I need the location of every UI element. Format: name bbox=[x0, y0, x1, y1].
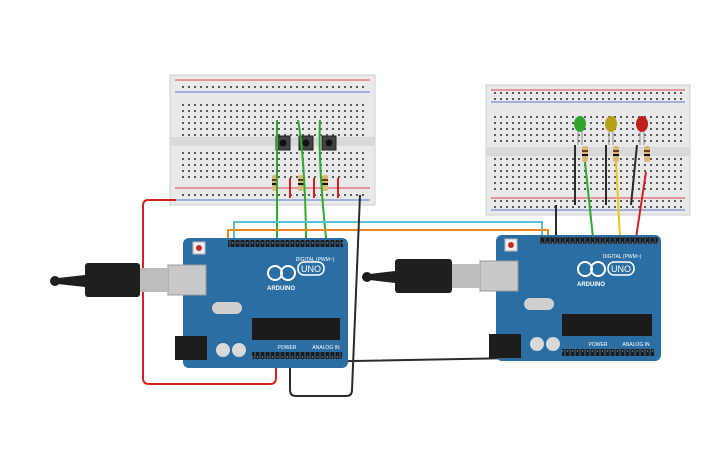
atmega-chip-right bbox=[562, 314, 652, 336]
power-label-left: POWER bbox=[278, 345, 297, 351]
resistor-left-3[interactable] bbox=[322, 175, 328, 191]
resistor-left-2[interactable] bbox=[298, 175, 304, 191]
usb-port-left bbox=[167, 264, 207, 296]
digital-label-right: DIGITAL (PWM~) bbox=[603, 254, 642, 260]
power-jack-left bbox=[175, 336, 207, 360]
usb-cable-left[interactable] bbox=[50, 263, 168, 297]
analog-label-left: ANALOG IN bbox=[312, 345, 340, 351]
wire-yellow-right[interactable] bbox=[615, 161, 621, 239]
crystal-right bbox=[524, 298, 554, 310]
power-jack-right bbox=[489, 334, 521, 358]
wire-black-led-3[interactable] bbox=[630, 144, 638, 206]
analog-label-right: ANALOG IN bbox=[622, 342, 650, 348]
brand-label-left: ARDUINO bbox=[267, 286, 295, 292]
led-green[interactable] bbox=[574, 116, 586, 145]
usb-cable-right[interactable] bbox=[362, 259, 480, 293]
pushbutton-3[interactable] bbox=[321, 135, 337, 151]
wire-green-right[interactable] bbox=[584, 161, 594, 239]
breadboard-left[interactable] bbox=[169, 74, 376, 206]
resistor-right-3[interactable] bbox=[644, 146, 650, 162]
usb-port-right bbox=[479, 260, 519, 292]
resistor-right-1[interactable] bbox=[582, 146, 588, 162]
wire-orange[interactable] bbox=[227, 229, 549, 238]
wire-red-right[interactable] bbox=[635, 171, 647, 239]
uno-label-right: UNO bbox=[611, 264, 631, 274]
digital-label-left: DIGITAL (PWM~) bbox=[296, 257, 335, 263]
uno-label-left: UNO bbox=[301, 264, 321, 274]
pushbutton-1[interactable] bbox=[275, 135, 291, 151]
brand-label-right: ARDUINO bbox=[577, 282, 605, 288]
arduino-left[interactable]: UNO ARDUINO DIGITAL (PWM~) POWER ANALOG … bbox=[167, 238, 348, 368]
led-yellow[interactable] bbox=[605, 116, 617, 145]
wire-red-power[interactable] bbox=[142, 199, 277, 385]
wire-black-gnd-1[interactable] bbox=[289, 194, 361, 397]
power-label-right: POWER bbox=[589, 342, 608, 348]
atmega-chip-left bbox=[252, 318, 340, 340]
crystal-left bbox=[212, 302, 242, 314]
arduino-right[interactable]: UNO ARDUINO DIGITAL (PWM~) POWER ANALOG … bbox=[479, 235, 661, 361]
resistor-right-2[interactable] bbox=[613, 146, 619, 162]
led-red[interactable] bbox=[636, 116, 648, 145]
